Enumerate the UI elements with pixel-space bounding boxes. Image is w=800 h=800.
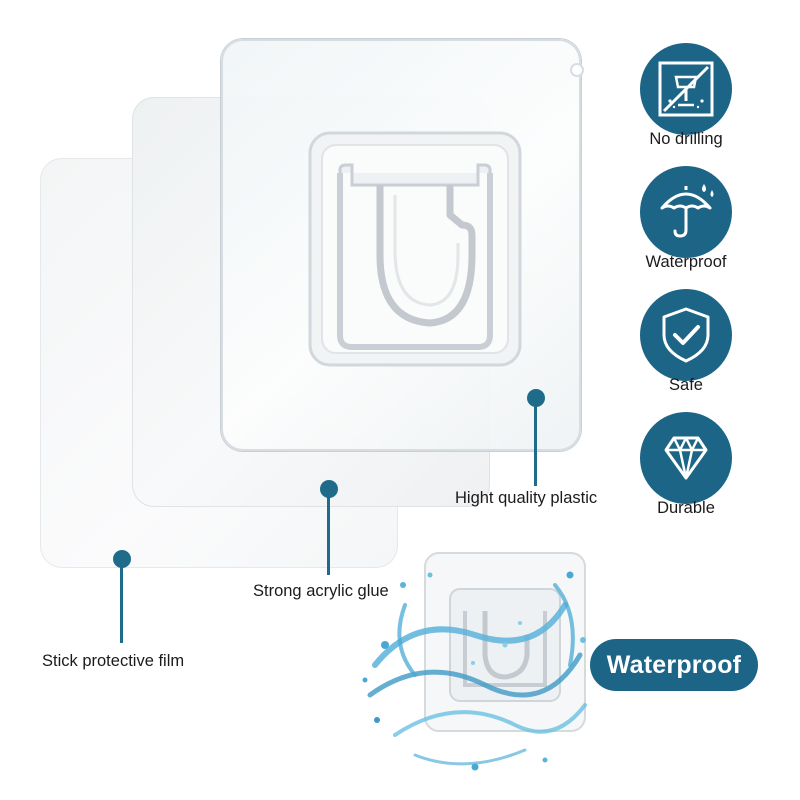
safe-label: Safe [669,376,703,394]
no-drilling-label: No drilling [649,130,723,148]
plastic-corner-notch [570,63,584,77]
no-drilling-badge [640,43,732,135]
glue-pointer-line [327,495,330,575]
no-drill-icon [658,61,714,117]
film-pointer-line [120,565,123,643]
film-pointer-dot [113,550,131,568]
diamond-icon [664,436,708,480]
hook-illustration [308,131,522,367]
shield-check-icon [662,307,710,363]
waterproof-label: Waterproof [645,253,727,271]
durable-label: Durable [657,499,715,517]
plastic-pointer-line [534,404,537,486]
waterproof-badge [640,166,732,258]
film-callout-label: Stick protective film [42,652,185,670]
water-splash-illustration [362,552,587,771]
glue-callout-label: Strong acrylic glue [253,582,389,600]
glue-pointer-dot [320,480,338,498]
plastic-pointer-dot [527,389,545,407]
safe-badge [640,289,732,381]
waterproof-pill-badge: Waterproof [590,639,758,691]
durable-badge [640,412,732,504]
umbrella-icon [660,184,714,238]
plastic-callout-label: Hight quality plastic [455,489,598,507]
